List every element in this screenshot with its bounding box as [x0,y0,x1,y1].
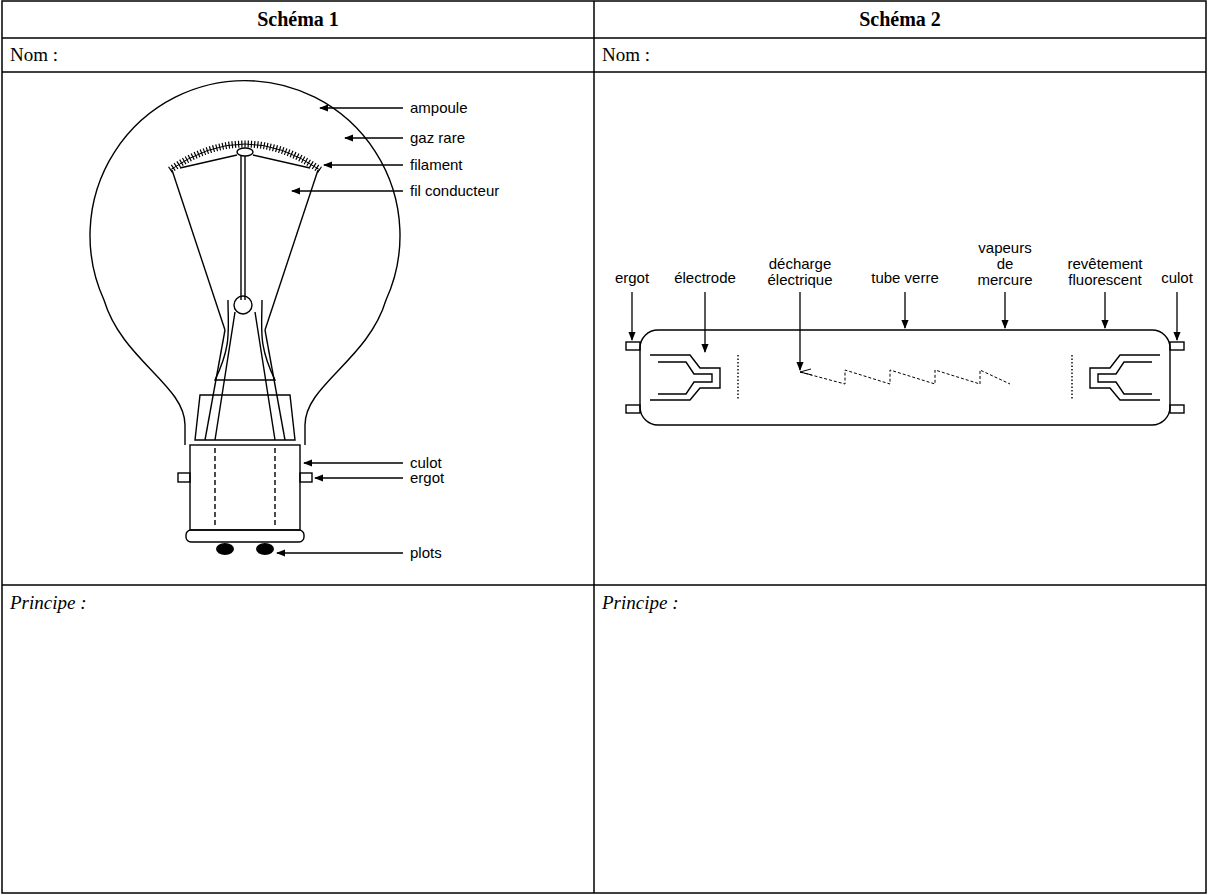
bulb-drawing [90,81,400,542]
contact-stud [256,543,274,555]
part-name: revêtement fluorescent [1065,256,1145,288]
contact-stud [216,543,234,555]
column-header: Schéma 1 [257,8,339,31]
part-name: vapeurs de mercure [975,240,1035,288]
part-name: décharge électrique [764,256,836,288]
part-name: culot [1161,270,1193,286]
part-name: plots [410,545,442,561]
part-name: culot [410,455,442,471]
discharge-arrow [800,369,812,375]
tube-drawing [626,330,1184,425]
column-header: Schéma 2 [859,8,941,31]
part-name: ergot [615,270,649,286]
field-label: Principe : [602,592,679,614]
part-name: fil conducteur [410,183,499,199]
leader-line [277,108,403,553]
field-label: Principe : [10,592,87,614]
part-name: tube verre [871,270,939,286]
part-name: ampoule [410,100,468,116]
part-name: gaz rare [410,130,465,146]
leader-line [632,292,1177,370]
field-label: Nom : [602,44,650,66]
part-name: filament [410,157,463,173]
field-label: Nom : [10,44,58,66]
part-name: électrode [674,270,736,286]
part-name: ergot [410,470,444,486]
